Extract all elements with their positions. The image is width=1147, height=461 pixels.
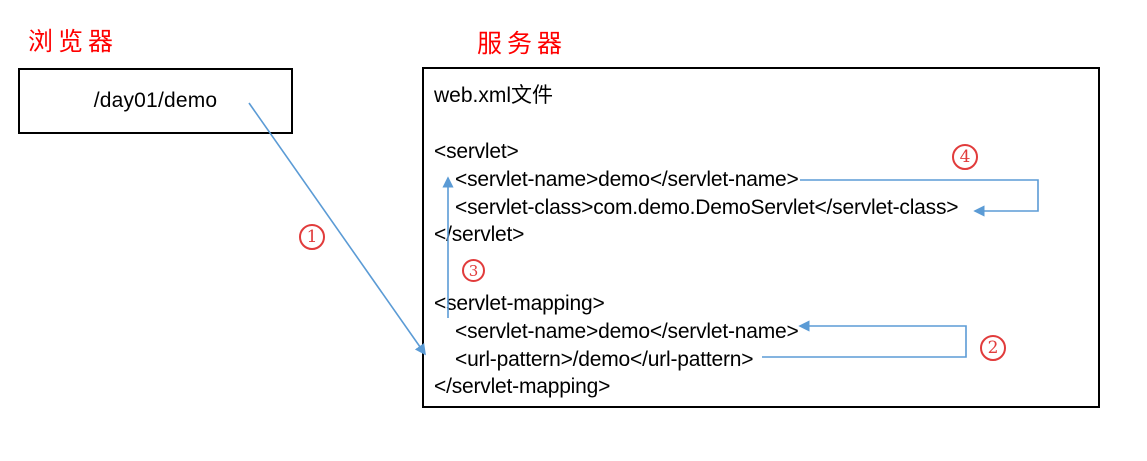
code-line-servlet-open: <servlet>	[434, 140, 519, 163]
step-2-badge: 2	[980, 335, 1006, 361]
code-line-mapping-servlet-name: <servlet-name>demo</servlet-name>	[455, 320, 799, 343]
code-line-servlet-class: <servlet-class>com.demo.DemoServlet</ser…	[455, 196, 959, 219]
step-4-badge: 4	[952, 144, 978, 170]
step-3-badge: 3	[462, 259, 485, 282]
code-line-mapping-close: </servlet-mapping>	[434, 375, 611, 398]
browser-heading: 浏览器	[28, 27, 119, 56]
code-line-servlet-name: <servlet-name>demo</servlet-name>	[455, 168, 799, 191]
code-line-url-pattern: <url-pattern>/demo</url-pattern>	[455, 348, 754, 371]
webxml-file-label: web.xml文件	[434, 84, 554, 107]
code-line-servlet-close: </servlet>	[434, 223, 525, 246]
request-url-text: /day01/demo	[93, 89, 218, 112]
code-line-mapping-open: <servlet-mapping>	[434, 292, 605, 315]
browser-request-box: /day01/demo	[18, 68, 293, 134]
server-heading: 服务器	[477, 29, 568, 58]
arrow-1-request-to-url-pattern	[248, 102, 426, 356]
step-1-badge: 1	[299, 224, 325, 250]
